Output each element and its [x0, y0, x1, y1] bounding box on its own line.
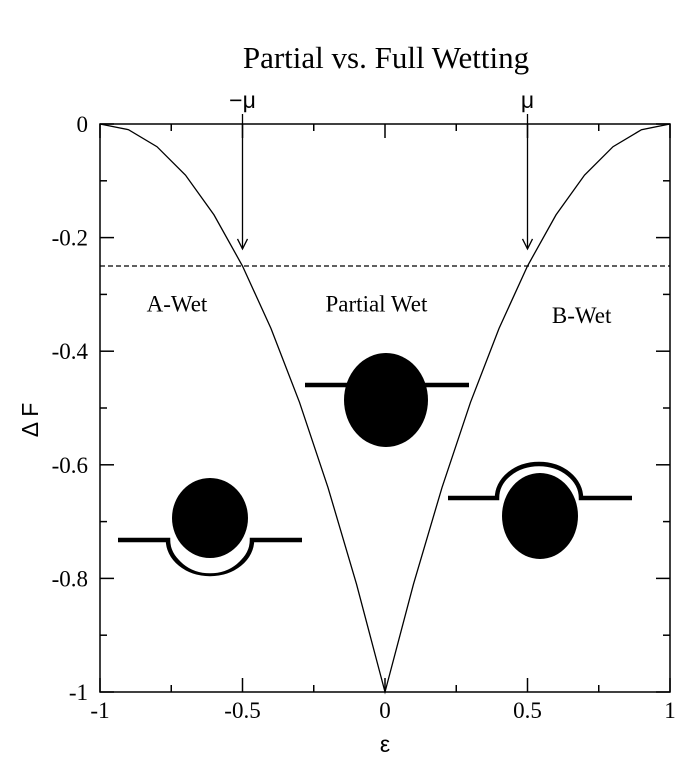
x-tick-label: -0.5	[224, 698, 260, 723]
y-tick-label: -0.4	[52, 339, 89, 364]
arrow-label: −μ	[229, 87, 256, 113]
arrow-head	[236, 238, 249, 251]
annotations: −μ μ	[229, 87, 534, 251]
a-wet-illustration	[118, 478, 302, 577]
x-tick-label: 0.5	[513, 698, 542, 723]
arrow-head	[521, 238, 534, 251]
y-tick-label: -0.6	[52, 453, 88, 478]
partial-wet-illustration	[305, 353, 469, 447]
x-tick-label: 0	[379, 698, 391, 723]
region-label: B-Wet	[552, 303, 612, 328]
x-tick-label: 1	[664, 698, 676, 723]
x-tick-label: -1	[90, 698, 109, 723]
x-axis-label: ε	[380, 731, 390, 757]
region-label: Partial Wet	[326, 291, 428, 316]
y-tick-label: -0.8	[52, 566, 88, 591]
b-wet-illustration	[448, 461, 632, 559]
y-tick-label: -1	[69, 680, 88, 705]
chart-title: Partial vs. Full Wetting	[243, 40, 529, 75]
y-tick-label: 0	[77, 112, 89, 137]
region-labels: A-Wet Partial Wet B-Wet	[147, 291, 612, 327]
y-axis-label: Δ F	[17, 403, 43, 438]
partial-wet-particle	[344, 353, 428, 447]
axis-ticks	[99, 123, 671, 693]
b-wet-particle	[502, 473, 578, 559]
y-tick-label: -0.2	[52, 226, 88, 251]
axis-tick-labels: -1 -0.5 0 0.5 1 0 -0.2 -0.4 -0.6 -0.8 -1	[52, 112, 676, 723]
b-wet-interface	[448, 461, 632, 501]
arrow-label: μ	[521, 87, 534, 113]
a-wet-particle	[172, 478, 248, 558]
a-wet-interface	[118, 537, 302, 577]
region-label: A-Wet	[147, 291, 208, 316]
